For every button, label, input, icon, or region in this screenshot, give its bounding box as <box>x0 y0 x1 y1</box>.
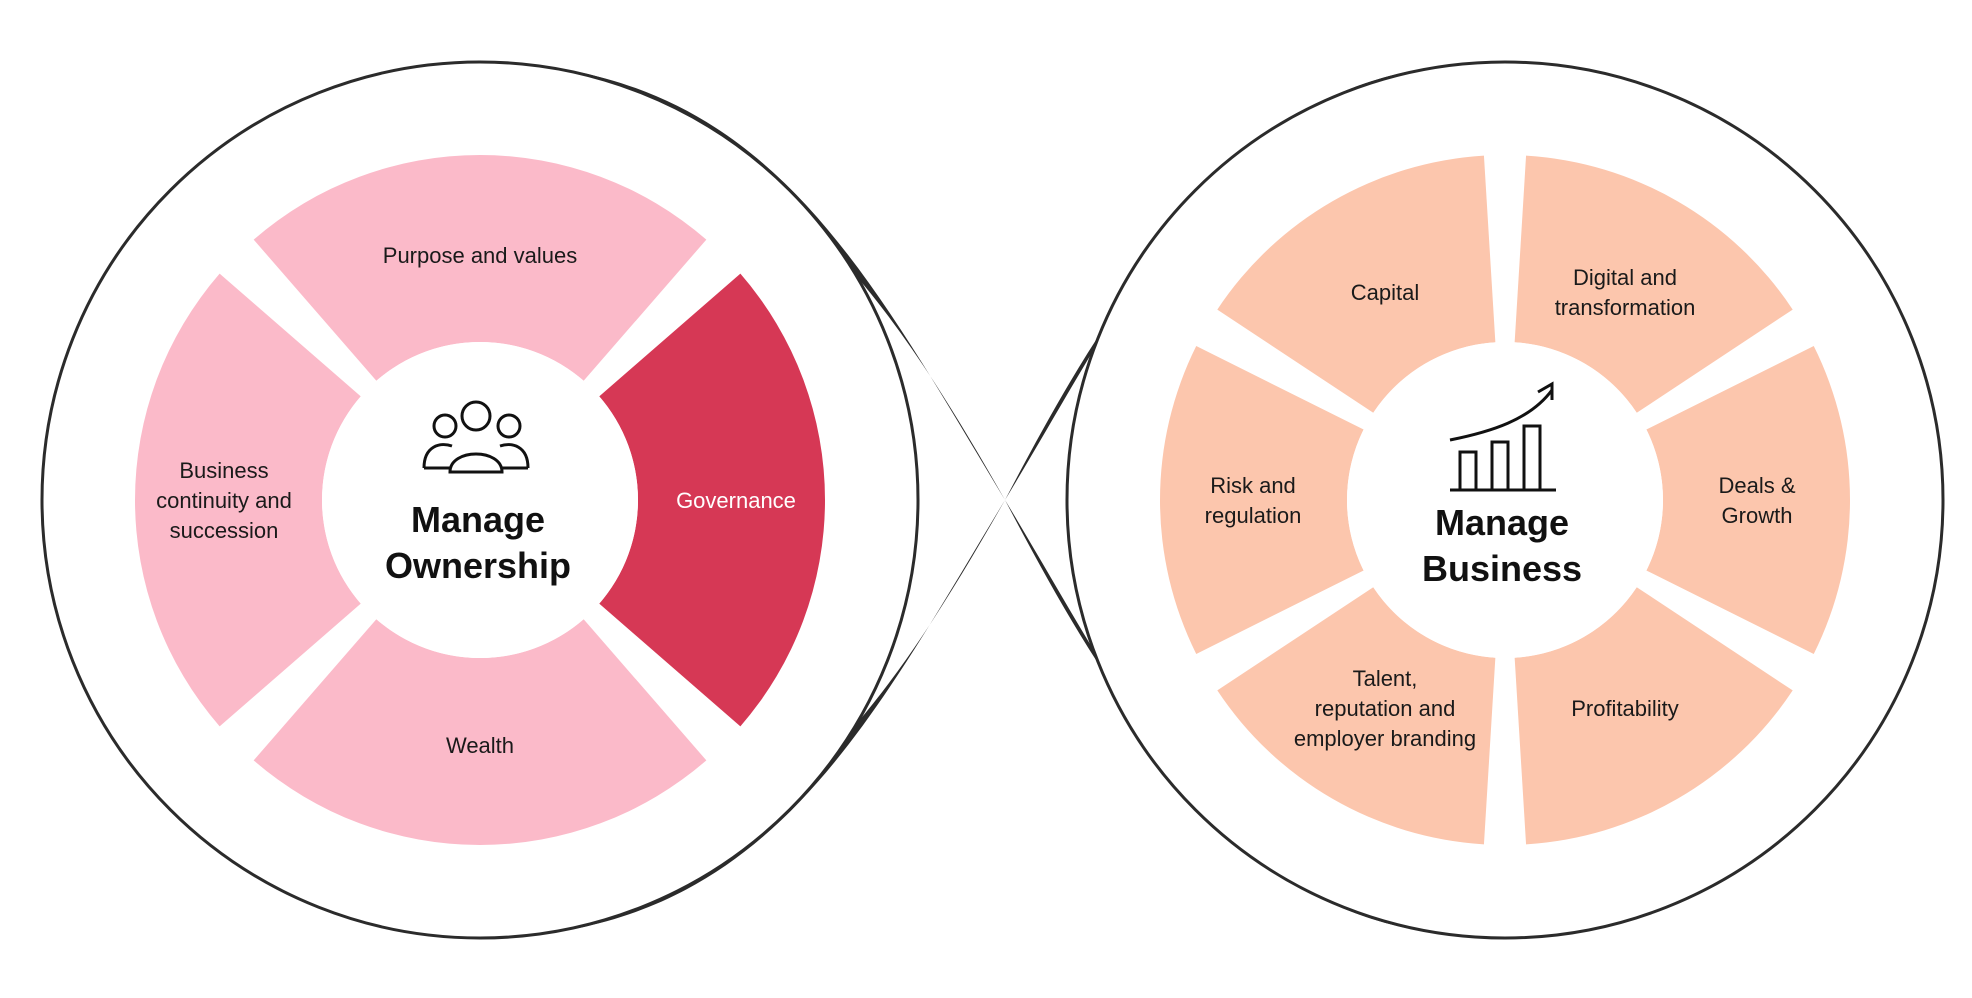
business-segment-line-deals-0: Deals & <box>1718 473 1795 498</box>
business-segment-label-digital: Digital and transformation <box>1555 265 1696 320</box>
ownership-segment-right <box>599 273 826 727</box>
ownership-segment-line-top-0: Purpose and values <box>383 243 577 268</box>
ownership-segment-line-left-1: continuity and <box>156 488 292 513</box>
people-group-icon <box>422 400 530 474</box>
business-hub <box>1347 342 1663 658</box>
ownership-segment-bottom <box>253 619 707 846</box>
business-segment-label-risk: Risk and regulation <box>1205 473 1302 528</box>
business-segment-digital <box>1514 155 1793 413</box>
business-segment-deals <box>1646 346 1850 654</box>
ownership-title-line2: Ownership <box>385 545 571 586</box>
ownership-segment-line-bottom-0: Wealth <box>446 733 514 758</box>
business-segment-label-talent: Talent, reputation and employer branding <box>1294 666 1476 751</box>
business-segment-label-profitability: Profitability <box>1571 696 1679 721</box>
business-segment-line-risk-1: regulation <box>1205 503 1302 528</box>
ownership-segment-left <box>134 273 361 727</box>
business-segment-capital <box>1217 155 1496 413</box>
business-segment-line-digital-0: Digital and <box>1573 265 1677 290</box>
business-segment-talent <box>1217 587 1496 845</box>
ownership-segment-line-left-2: succession <box>170 518 279 543</box>
ownership-segment-label-bottom: Wealth <box>446 733 514 758</box>
ownership-segment-label-left: Business continuity and succession <box>156 458 292 543</box>
business-segment-profitability <box>1514 587 1793 845</box>
business-segment-line-talent-2: employer branding <box>1294 726 1476 751</box>
business-title-line1: Manage <box>1435 502 1569 543</box>
ownership-segment-line-right-0: Governance <box>676 488 796 513</box>
business-segment-line-talent-1: reputation and <box>1315 696 1456 721</box>
ownership-segment-label-right: Governance <box>676 488 796 513</box>
business-segment-line-risk-0: Risk and <box>1210 473 1296 498</box>
business-segment-line-talent-0: Talent, <box>1353 666 1418 691</box>
business-segment-line-profitability-0: Profitability <box>1571 696 1679 721</box>
business-segment-line-capital-0: Capital <box>1351 280 1419 305</box>
business-segment-risk <box>1160 346 1364 654</box>
ownership-title-line1: Manage <box>411 499 545 540</box>
growth-chart-icon <box>1449 381 1556 492</box>
ownership-segment-label-top: Purpose and values <box>383 243 577 268</box>
ownership-segment-line-left-0: Business <box>179 458 268 483</box>
business-segment-line-digital-1: transformation <box>1555 295 1696 320</box>
business-title-line2: Business <box>1422 548 1582 589</box>
business-segment-label-capital: Capital <box>1351 280 1419 305</box>
business-segment-label-deals: Deals & Growth <box>1718 473 1795 528</box>
ownership-segment-top <box>253 154 707 381</box>
ownership-hub <box>322 342 638 658</box>
business-segment-line-deals-1: Growth <box>1722 503 1793 528</box>
